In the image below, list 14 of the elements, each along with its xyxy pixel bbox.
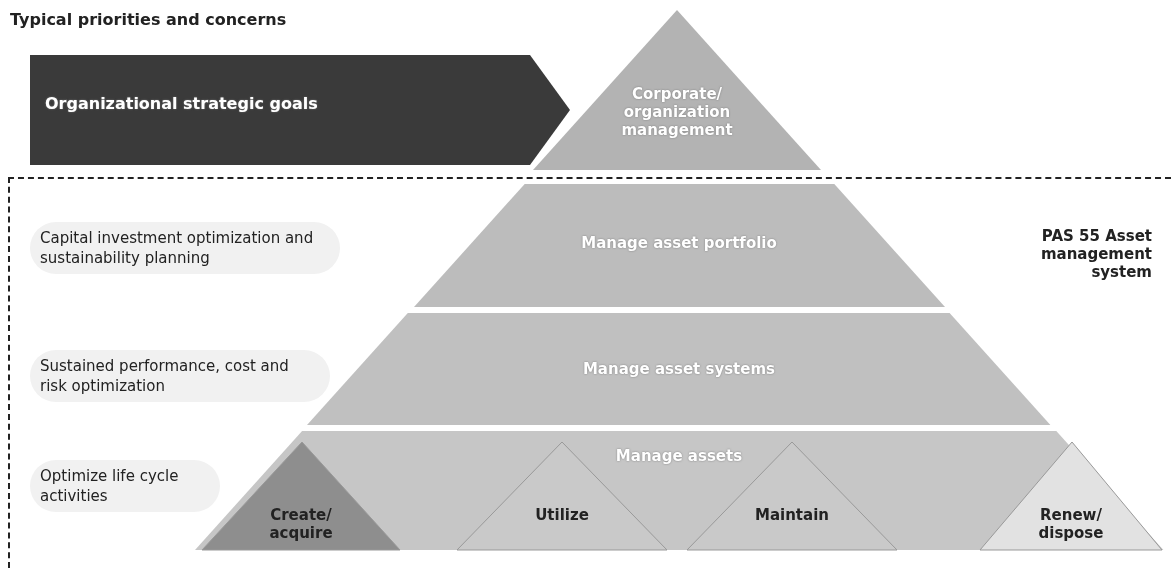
stage-label: Maintain [754,506,830,524]
stage-label: Create/ acquire [268,506,334,542]
band-label: Organizational strategic goals [45,95,319,113]
tier-label: Corporate/ organization management [620,85,734,139]
tier-description: Optimize life cycle activities [30,460,220,512]
stage-label: Renew/ dispose [1037,506,1105,542]
tier-label: Manage asset systems [581,360,776,378]
system-label: PAS 55 Asset management system [1039,227,1152,281]
tier-label: Manage asset portfolio [580,234,778,252]
tier-description: Sustained performance, cost and risk optimization [30,350,330,402]
heading: Typical priorities and concerns [10,10,287,29]
tier-description: Capital investment optimization and sustainability planning [30,222,340,274]
tier-label: Manage assets [614,447,744,465]
stage-label: Utilize [534,506,590,524]
